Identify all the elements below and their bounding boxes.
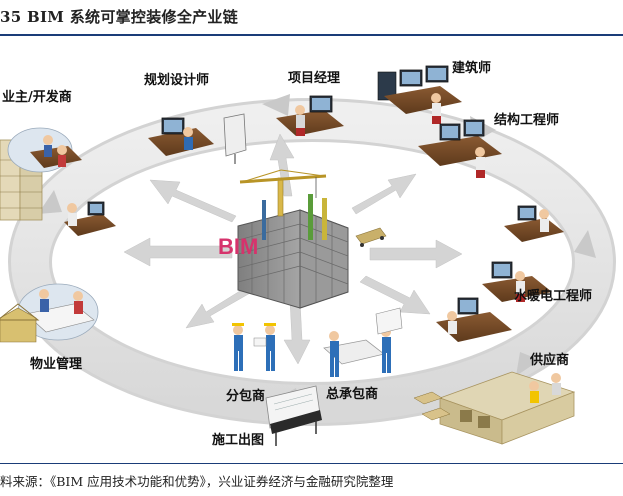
supplier-warehouse <box>438 371 576 445</box>
label-property: 物业管理 <box>30 356 82 372</box>
label-general-contractor: 总承包商 <box>326 386 378 402</box>
desk-station-left <box>64 201 116 236</box>
material-pallets <box>413 391 451 421</box>
label-architect: 建筑师 <box>452 60 491 76</box>
engineer-station-right <box>504 205 564 242</box>
mep-station <box>482 261 552 302</box>
owner-station <box>0 127 82 221</box>
plotter <box>265 385 322 446</box>
title-rule <box>0 34 623 36</box>
figure-source: 料来源：《BIM 应用技术功能和优势》，兴业证券经济与金融研究院整理 <box>0 474 394 489</box>
project-manager-station <box>276 95 344 136</box>
label-planner: 规划设计师 <box>144 72 209 88</box>
bim-building <box>237 169 349 309</box>
property-station <box>0 283 99 343</box>
general-contractor-station <box>323 307 403 377</box>
subcontractor-workers <box>232 323 276 371</box>
label-owner: 业主/开发商 <box>2 89 72 105</box>
architect-station <box>377 65 462 124</box>
label-project-manager: 项目经理 <box>288 70 340 86</box>
bim-label: BIM <box>218 234 258 259</box>
radial-arrows <box>123 133 463 365</box>
label-mep: 水暖电工程师 <box>514 288 592 304</box>
label-drawings: 施工出图 <box>212 432 264 448</box>
figure-title: 35 BIM 系统可掌控装修全产业链 <box>0 8 239 26</box>
label-structural: 结构工程师 <box>494 112 559 128</box>
engineer-station-lower <box>436 297 512 342</box>
label-supplier: 供应商 <box>529 352 569 368</box>
structural-station <box>418 119 502 178</box>
label-subcontractor: 分包商 <box>226 388 265 404</box>
delivery-truck <box>355 227 387 247</box>
planner-station <box>148 113 247 164</box>
source-rule <box>0 463 623 464</box>
